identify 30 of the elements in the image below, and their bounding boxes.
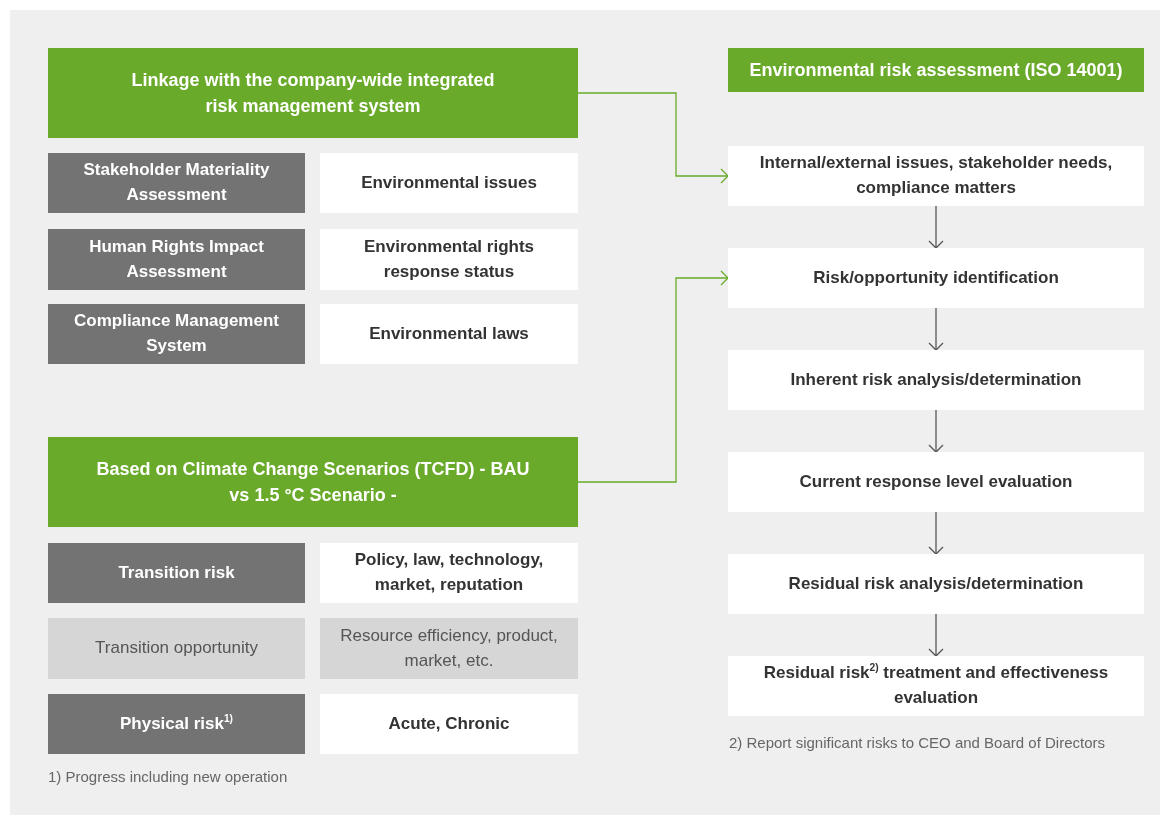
step-box: Residual risk analysis/determination <box>728 554 1144 614</box>
arrow <box>928 511 944 555</box>
arrow <box>928 409 944 453</box>
step-box: Internal/external issues, stakeholder needs, compliance matters <box>728 146 1144 206</box>
step-box: Current response level evaluation <box>728 452 1144 512</box>
step-box: Risk/opportunity identification <box>728 248 1144 308</box>
label-box: Stakeholder Materiality Assessment <box>48 153 305 213</box>
step-box: Residual risk$^{2)}$ treatment and effectiveness evaluation <box>728 656 1144 716</box>
header-box: Based on Climate Change Scenarios (TCFD) - BAU vs 1.5 °C Scenario - <box>48 437 578 527</box>
step-box: Inherent risk analysis/determination <box>728 350 1144 410</box>
label-box: Transition risk <box>48 543 305 603</box>
arrow <box>577 270 729 483</box>
header-box: Environmental risk assessment (ISO 14001) <box>728 48 1144 92</box>
value-box: Acute, Chronic <box>320 694 578 754</box>
value-box: Environmental rights response status <box>320 229 578 290</box>
header-box: Linkage with the company-wide integrated risk management system <box>48 48 578 138</box>
label-box: Transition opportunity <box>48 618 305 679</box>
arrow <box>928 205 944 249</box>
arrow <box>928 307 944 351</box>
footnote: 1) Progress including new operation <box>48 768 288 785</box>
label-box: Physical risk$^{1)}$ <box>48 694 305 754</box>
value-box: Policy, law, technology, market, reputation <box>320 543 578 603</box>
value-box: Resource efficiency, product, market, etc. <box>320 618 578 679</box>
value-box: Environmental laws <box>320 304 578 364</box>
label-box: Compliance Management System <box>48 304 305 364</box>
arrow <box>577 92 729 184</box>
arrow <box>928 613 944 657</box>
footnote: 2) Report significant risks to CEO and Board of Directors <box>729 734 1105 751</box>
label-box: Human Rights Impact Assessment <box>48 229 305 290</box>
value-box: Environmental issues <box>320 153 578 213</box>
